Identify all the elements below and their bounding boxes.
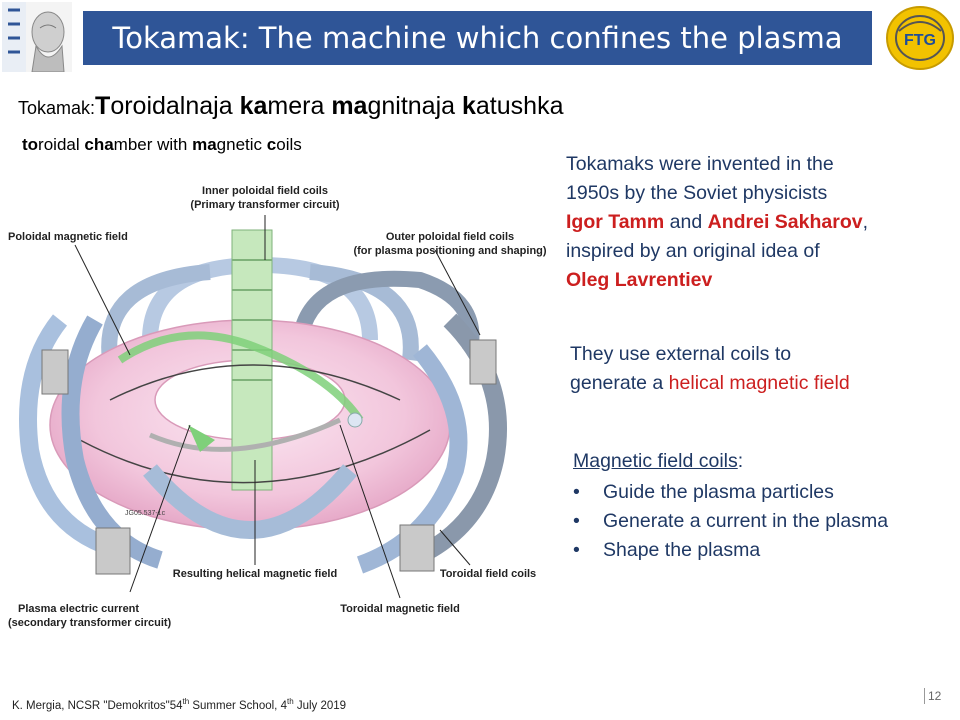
diagram-code: JG05.537-1c — [125, 510, 166, 517]
name-sakharov: Andrei Sakharov — [707, 211, 863, 233]
magnetic-field-lines — [79, 331, 431, 484]
coils-heading: Magnetic field coils: — [573, 450, 744, 472]
label-toroidal-field: Toroidal magnetic field — [340, 603, 460, 615]
page-title: Tokamak: The machine which confines the … — [112, 21, 843, 55]
helical-highlight: helical magnetic field — [668, 372, 850, 394]
coils-list: •Guide the plasma particles •Generate a … — [573, 478, 888, 565]
coil-end-blocks — [41, 339, 497, 575]
label-plasma-current-sub: (secondary transformer circuit) — [8, 617, 172, 629]
list-item: •Shape the plasma — [573, 539, 761, 561]
tokamak-diagram: Inner poloidal field coils (Primary tran… — [8, 185, 547, 629]
list-item: •Guide the plasma particles — [573, 481, 834, 503]
label-poloidal-field: Poloidal magnetic field — [8, 231, 128, 243]
label-resulting-helical: Resulting helical magnetic field — [173, 568, 337, 580]
name-lavrentiev: Oleg Lavrentiev — [566, 269, 713, 291]
acronym-translation: toroidal chamber with magnetic coils — [22, 135, 302, 154]
ftg-logo-icon: FTG — [886, 6, 954, 70]
label-plasma-current: Plasma electric current — [18, 603, 139, 615]
title-bar — [83, 11, 872, 65]
name-tamm: Igor Tamm — [566, 211, 665, 233]
label-outer-poloidal: Outer poloidal field coils — [386, 231, 514, 243]
demokritos-logo-icon — [2, 2, 72, 72]
page-number: 12 — [924, 688, 941, 704]
tokamak-acronym: Tokamak:Toroidalnaja kamera magnitnaja k… — [18, 92, 564, 120]
label-inner-poloidal-sub: (Primary transformer circuit) — [190, 199, 339, 211]
leader-lines — [74, 215, 481, 599]
history-paragraph: Tokamaks were invented in the 1950s by t… — [566, 150, 956, 295]
label-toroidal-coils: Toroidal field coils — [440, 568, 536, 580]
label-inner-poloidal: Inner poloidal field coils — [202, 185, 328, 197]
footer-citation: K. Mergia, NCSR "Demokritos"54th Summer … — [12, 697, 347, 712]
helical-paragraph: They use external coils to generate a he… — [570, 343, 850, 394]
label-outer-poloidal-sub: (for plasma positioning and shaping) — [353, 245, 546, 257]
acronym-prefix: Tokamak: — [18, 98, 96, 118]
list-item: •Generate a current in the plasma — [573, 510, 889, 532]
ftg-logo-text: FTG — [904, 32, 936, 49]
